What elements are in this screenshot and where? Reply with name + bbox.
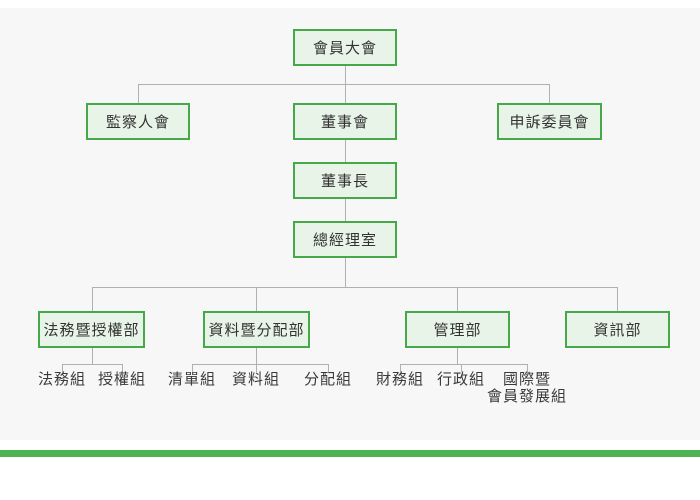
group-label-international-member-development: 國際暨 會員發展組 [487, 370, 568, 405]
connector-line [345, 140, 346, 162]
connector-line [400, 364, 528, 365]
connector-line [400, 364, 401, 372]
footer-accent-bar [0, 450, 700, 457]
connector-line [138, 84, 550, 85]
org-box-legal-licensing-dept: 法務暨授權部 [38, 311, 145, 348]
connector-line [328, 364, 329, 372]
org-box-appeals-committee: 申訴委員會 [497, 103, 602, 140]
connector-line [527, 364, 528, 372]
connector-line [192, 364, 193, 372]
connector-line [461, 364, 462, 372]
connector-line [457, 287, 458, 311]
org-box-information-dept: 資訊部 [565, 311, 670, 348]
group-label-list: 清單組 [167, 370, 216, 388]
connector-line [138, 84, 139, 103]
org-box-gm-office: 總經理室 [293, 221, 397, 258]
connector-line [92, 287, 93, 311]
connector-line [122, 364, 123, 372]
connector-line [256, 287, 257, 311]
connector-line [549, 84, 550, 103]
connector-line [345, 199, 346, 221]
org-box-chairman: 董事長 [293, 162, 397, 199]
group-label-legal: 法務組 [37, 370, 86, 388]
org-box-member-assembly: 會員大會 [293, 29, 397, 66]
org-box-management-dept: 管理部 [405, 311, 510, 348]
group-label-finance: 財務組 [375, 370, 424, 388]
connector-line [192, 364, 329, 365]
group-label-administration: 行政組 [436, 370, 485, 388]
connector-line [256, 364, 257, 372]
org-box-board: 董事會 [293, 103, 397, 140]
connector-line [256, 348, 257, 364]
connector-line [62, 364, 63, 372]
org-box-data-distribution-dept: 資料暨分配部 [203, 311, 310, 348]
connector-line [62, 364, 123, 365]
group-label-licensing: 授權組 [97, 370, 146, 388]
connector-line [345, 66, 346, 84]
connector-line [617, 287, 618, 311]
connector-line [92, 348, 93, 364]
group-label-distribution: 分配組 [303, 370, 352, 388]
connector-line [457, 348, 458, 364]
group-label-data: 資料組 [231, 370, 280, 388]
connector-line [92, 287, 618, 288]
connector-line [345, 258, 346, 287]
connector-line [345, 84, 346, 103]
org-box-supervisors: 監察人會 [86, 103, 190, 140]
